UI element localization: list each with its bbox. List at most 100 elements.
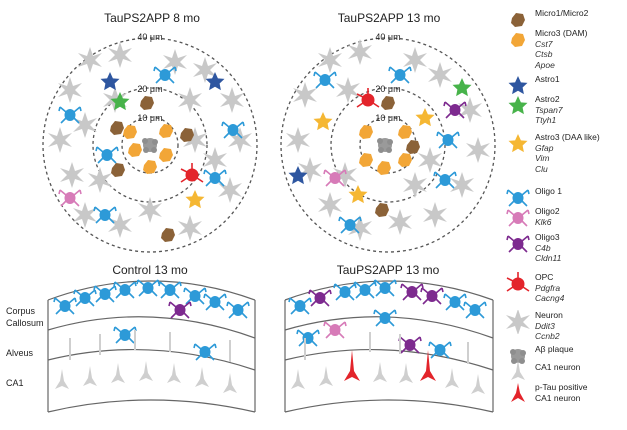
legend-gene: Ttyh1 — [535, 115, 557, 125]
oligo3-cell — [400, 283, 424, 301]
oligo1-cell — [333, 283, 357, 301]
micro1-cell — [111, 163, 125, 177]
neuron-cell — [458, 97, 482, 123]
tissue-panel-left: Corpus Callosum Alveus CA1 — [6, 279, 256, 413]
legend-label: CA1 neuron — [535, 362, 581, 372]
legend-gene: Cacng4 — [535, 293, 565, 303]
micro3-cell — [123, 125, 137, 139]
oligo1-cell — [58, 106, 82, 124]
opc-icon — [506, 272, 530, 292]
oligo1-cell — [136, 279, 160, 297]
legend-gene: Gfap — [535, 142, 554, 153]
oligo1-cell — [93, 206, 117, 224]
ring-label-40: 40 μm — [137, 32, 162, 42]
micro3-cell — [128, 143, 142, 157]
neuron-cell — [88, 167, 112, 193]
neuron-cell — [73, 112, 97, 138]
ca1-neuron — [373, 362, 387, 382]
ring-label-10: 10 μm — [375, 113, 400, 123]
neuron-cell — [73, 202, 97, 228]
oligo1-cell — [353, 281, 377, 299]
neuron-cell — [466, 137, 490, 163]
oligo1-cell — [53, 297, 77, 315]
legend-gene: Vim — [535, 153, 550, 163]
oligo1-cell — [313, 71, 337, 89]
ca1-neuron — [167, 363, 181, 383]
micro1-cell — [381, 96, 395, 110]
legend-text: CA1 neuron — [535, 362, 580, 373]
oligo1-cell — [158, 281, 182, 299]
legend-gene: Ctsb — [535, 49, 553, 59]
circle-panel-left: 40 μm 20 μm 10 μm — [42, 32, 258, 253]
neuron-cell — [220, 87, 244, 113]
tissue-panel-right — [284, 279, 494, 413]
oligo1-cell — [153, 66, 177, 84]
astro3-cell — [415, 108, 435, 127]
astro3-cell — [348, 185, 368, 204]
legend-gene: CA1 neuron — [535, 392, 581, 403]
region-label-callosum: Callosum — [6, 318, 44, 328]
legend-label: Oligo2 — [535, 206, 560, 216]
micro-hexagon-icon — [511, 33, 525, 47]
ca1-neuron — [319, 366, 333, 386]
neuron-cell — [388, 209, 412, 235]
ca1-neuron — [399, 363, 413, 383]
panel-title-bl: Control 13 mo — [112, 263, 188, 277]
circle-panel-right: 40 μm 20 μm 10 μm — [280, 32, 496, 253]
region-label-corpus: Corpus — [6, 306, 36, 316]
ca1-neuron — [445, 368, 459, 388]
oligo-icon — [506, 235, 530, 253]
micro1-cell — [406, 140, 420, 154]
ring-20 — [92, 87, 208, 203]
star-icon — [508, 134, 528, 153]
star-icon — [508, 96, 528, 115]
oligo2-cell — [323, 321, 347, 339]
micro3-cell — [398, 125, 412, 139]
oligo1-cell — [463, 301, 487, 319]
legend-label: Oligo 1 — [535, 186, 562, 196]
legend-label: Astro3 (DAA like) — [535, 132, 600, 142]
ring-label-20: 20 μm — [375, 84, 400, 94]
ca1-neuron — [195, 367, 209, 387]
region-label-ca1: CA1 — [6, 378, 24, 388]
micro3-cell — [159, 148, 173, 162]
ring-40 — [280, 37, 496, 253]
panel-title-tl: TauPS2APP 8 mo — [104, 11, 200, 25]
amyloid-plaque — [142, 138, 158, 153]
oligo1-cell — [95, 146, 119, 164]
legend-text: Oligo 1 — [535, 186, 562, 197]
neuron-cell — [48, 127, 72, 153]
legend-label: Astro1 — [535, 74, 560, 84]
region-label-alveus: Alveus — [6, 348, 34, 358]
ca1-neuron — [223, 373, 237, 393]
legend-gene: Pdgfra — [535, 282, 561, 293]
neuron-cell — [336, 77, 360, 103]
legend-gene: C4b — [535, 242, 551, 253]
neuron-cell — [428, 62, 452, 88]
micro3-cell — [359, 125, 373, 139]
legend-text: Aβ plaque — [535, 344, 573, 355]
astro3-cell — [313, 112, 333, 131]
ca1-neuron — [471, 374, 485, 394]
legend-gene: Ccnb2 — [535, 331, 560, 341]
amyloid-plaque — [377, 138, 393, 153]
micro3-cell — [359, 153, 373, 167]
astro2-cell — [452, 78, 472, 97]
oligo3-cell — [420, 287, 444, 305]
neuron-cell — [60, 162, 84, 188]
legend-label: Micro1/Micro2 — [535, 8, 589, 18]
oligo1-cell — [183, 287, 207, 305]
legend-gene: Clu — [535, 163, 548, 174]
neuron-cell — [293, 82, 317, 108]
neuron-cell — [218, 177, 242, 203]
oligo1-cell — [373, 309, 397, 327]
oligo3-cell — [308, 289, 332, 307]
